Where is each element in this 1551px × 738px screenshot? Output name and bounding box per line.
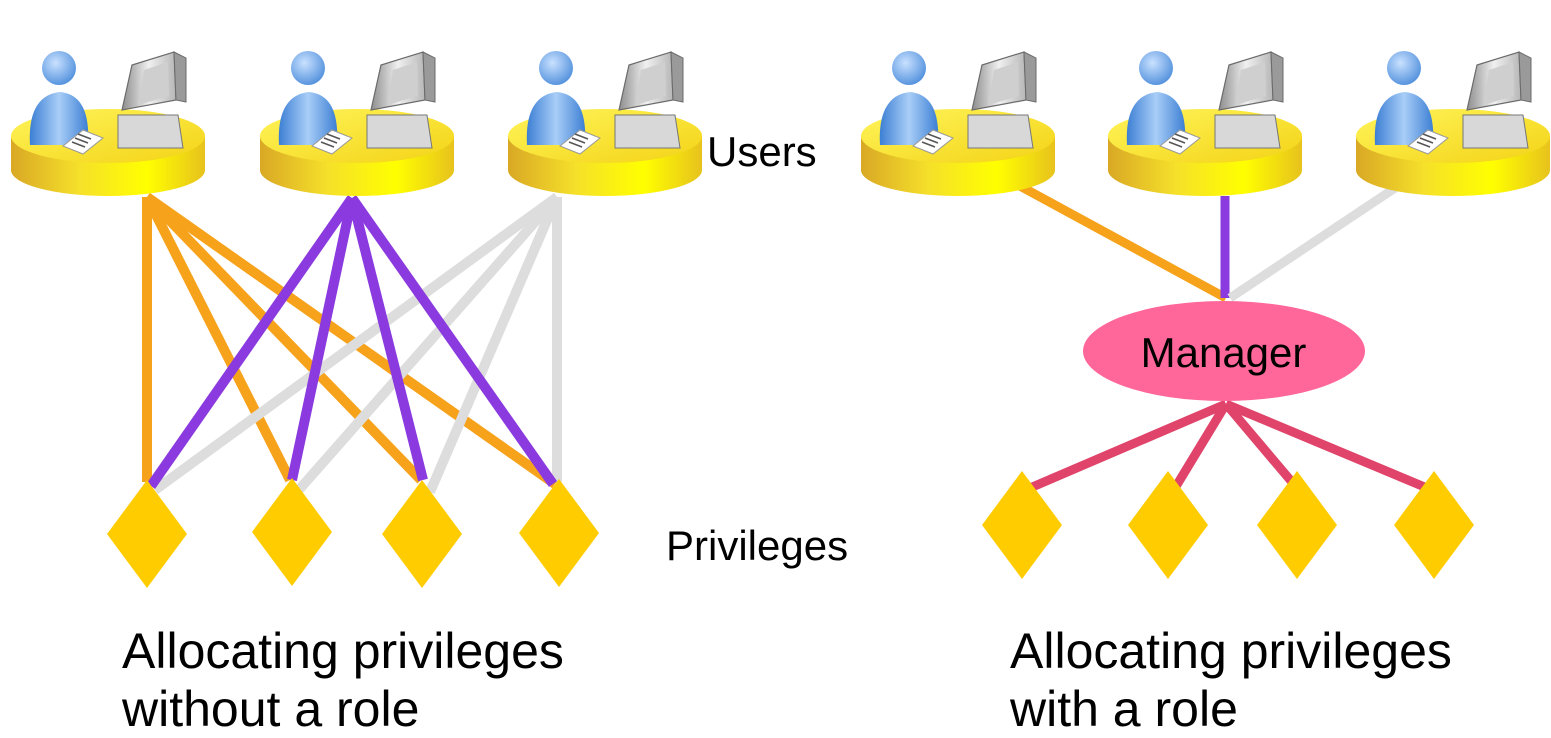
role-label: Manager xyxy=(1140,329,1307,376)
caption-line: without a role xyxy=(122,681,420,737)
privileges-label: Privileges xyxy=(666,522,849,569)
user-icon xyxy=(259,50,455,197)
user-icon xyxy=(507,50,703,197)
privilege-diamond-icon xyxy=(382,480,462,588)
caption-line: with a role xyxy=(1010,681,1238,737)
caption-line: Allocating privileges xyxy=(122,623,564,679)
privilege-diamond-icon xyxy=(1394,471,1474,579)
privilege-diamond-icon xyxy=(107,480,187,588)
role-node xyxy=(1083,301,1365,401)
caption-with-role: Allocating privileges with a role xyxy=(1010,622,1452,738)
privilege-diamond-icon xyxy=(252,478,332,586)
user-icon xyxy=(10,50,206,197)
users-label: Users xyxy=(707,128,817,175)
privilege-diamond-icon xyxy=(1257,471,1337,579)
role-privilege-connections xyxy=(1028,399,1429,493)
right-user-connections xyxy=(1017,182,1398,302)
privilege-diamond-icon xyxy=(519,479,599,587)
user-icon xyxy=(1355,50,1551,197)
user-icon xyxy=(860,50,1056,197)
left-connections xyxy=(142,192,562,496)
privilege-diamond-icon xyxy=(982,471,1062,579)
caption-without-role: Allocating privileges without a role xyxy=(122,622,564,738)
user-icon xyxy=(1107,50,1303,197)
privilege-diamond-icon xyxy=(1128,471,1208,579)
caption-line: Allocating privileges xyxy=(1010,623,1452,679)
